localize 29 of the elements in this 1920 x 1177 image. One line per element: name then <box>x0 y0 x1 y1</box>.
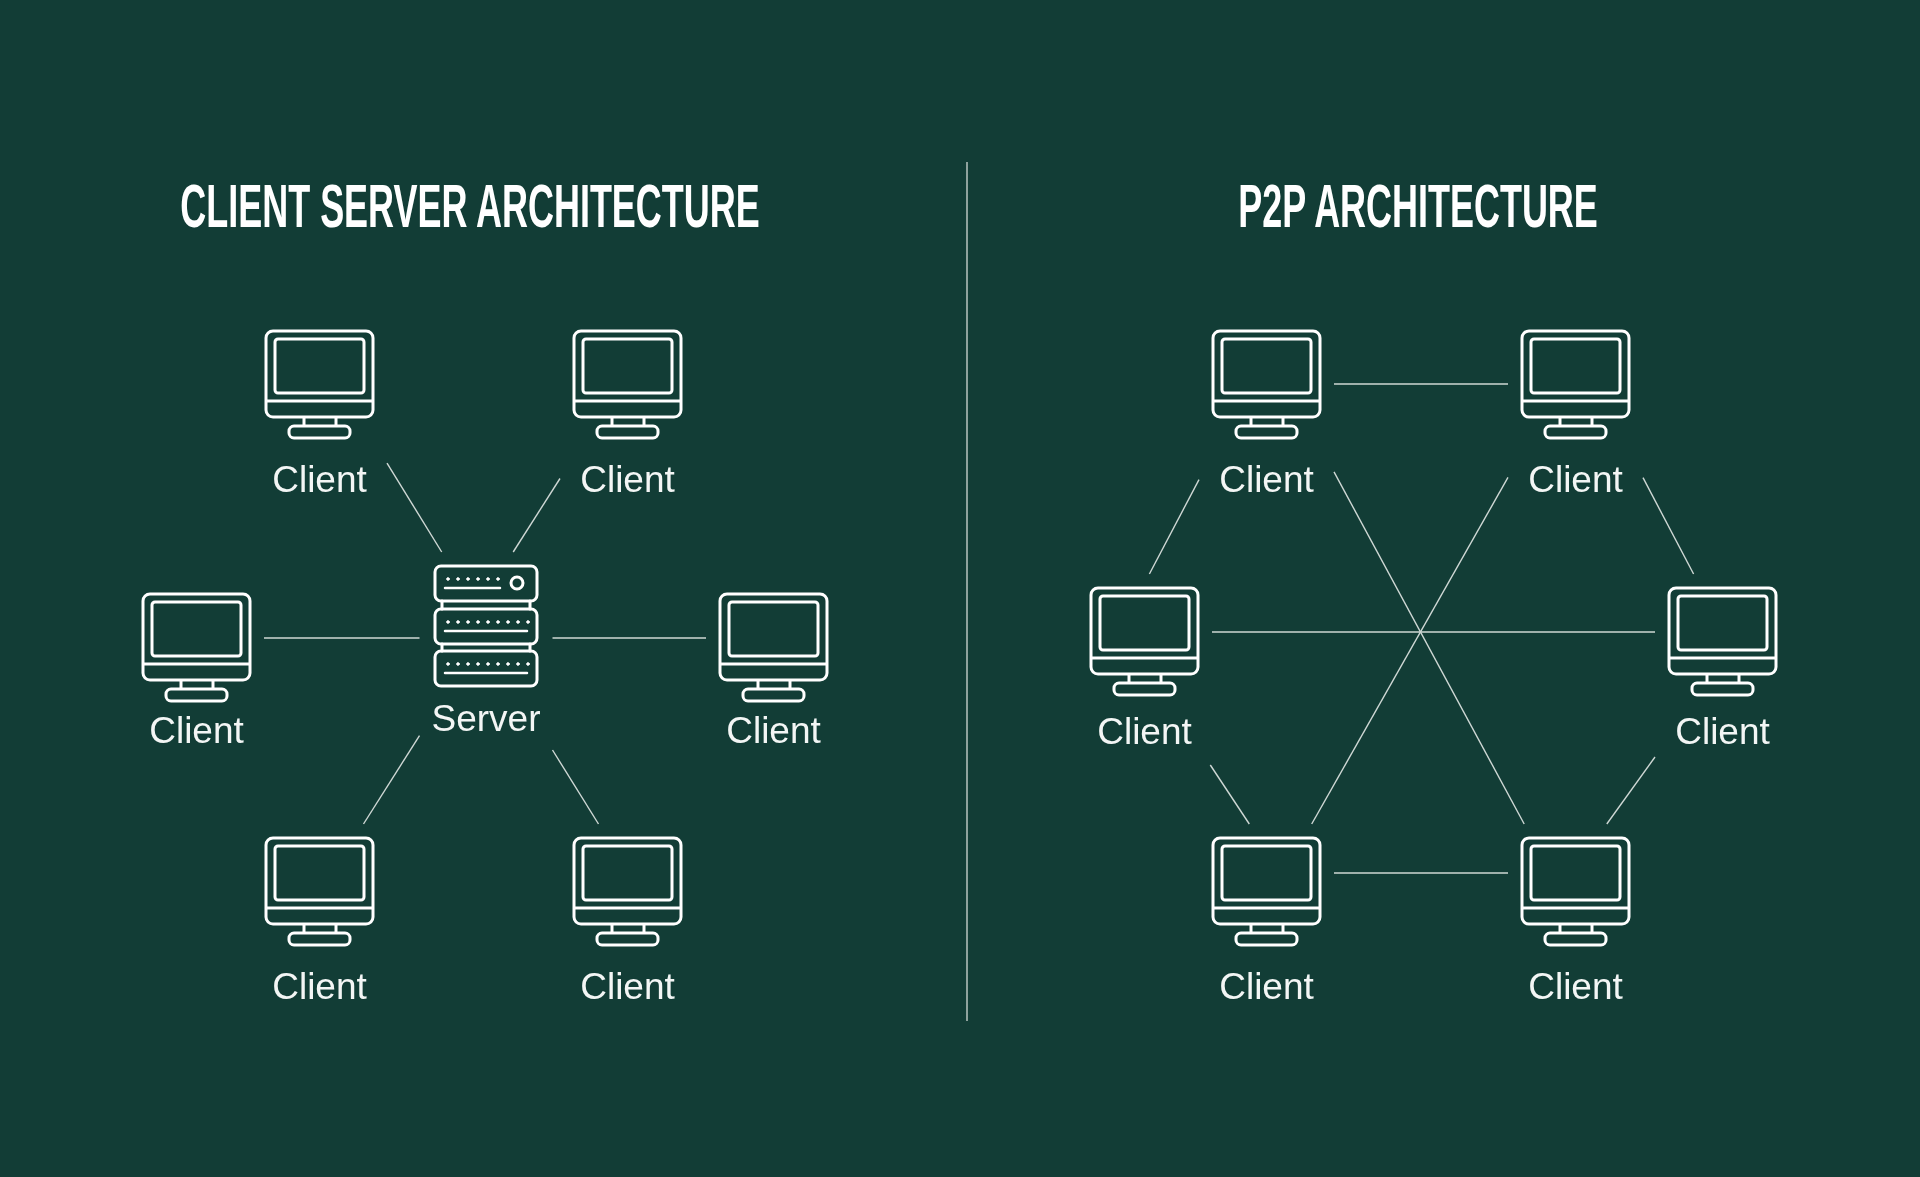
connector-line <box>1333 383 1509 385</box>
node-label: Server <box>431 698 541 740</box>
node-label: Client <box>1528 459 1623 501</box>
node-label: Client <box>1219 459 1314 501</box>
node-label: Client <box>272 459 367 501</box>
connector-line <box>551 637 707 639</box>
heading: P2P ARCHITECTURE <box>1238 174 1598 238</box>
connector-line <box>1148 478 1200 575</box>
node-label: Client <box>580 966 675 1008</box>
node-label: Client <box>1219 966 1314 1008</box>
node-label: Client <box>726 710 821 752</box>
connector-line <box>263 637 421 639</box>
connector-line <box>1211 631 1656 633</box>
connector-line <box>1642 477 1695 575</box>
node-label: Client <box>1675 711 1770 753</box>
node-label: Client <box>272 966 367 1008</box>
connector-line <box>1333 872 1509 874</box>
node-label: Client <box>149 710 244 752</box>
connector-line <box>362 734 421 825</box>
connector-line <box>512 477 561 553</box>
connector-line <box>551 749 600 825</box>
heading: CLIENT SERVER ARCHITECTURE <box>180 174 760 238</box>
node-label: Client <box>1097 711 1192 753</box>
connector-line <box>1209 764 1250 825</box>
connector-line <box>1311 476 1509 825</box>
node-label: Client <box>1528 966 1623 1008</box>
node-label: Client <box>580 459 675 501</box>
connector-line <box>386 462 443 553</box>
connector-line <box>1333 471 1525 825</box>
